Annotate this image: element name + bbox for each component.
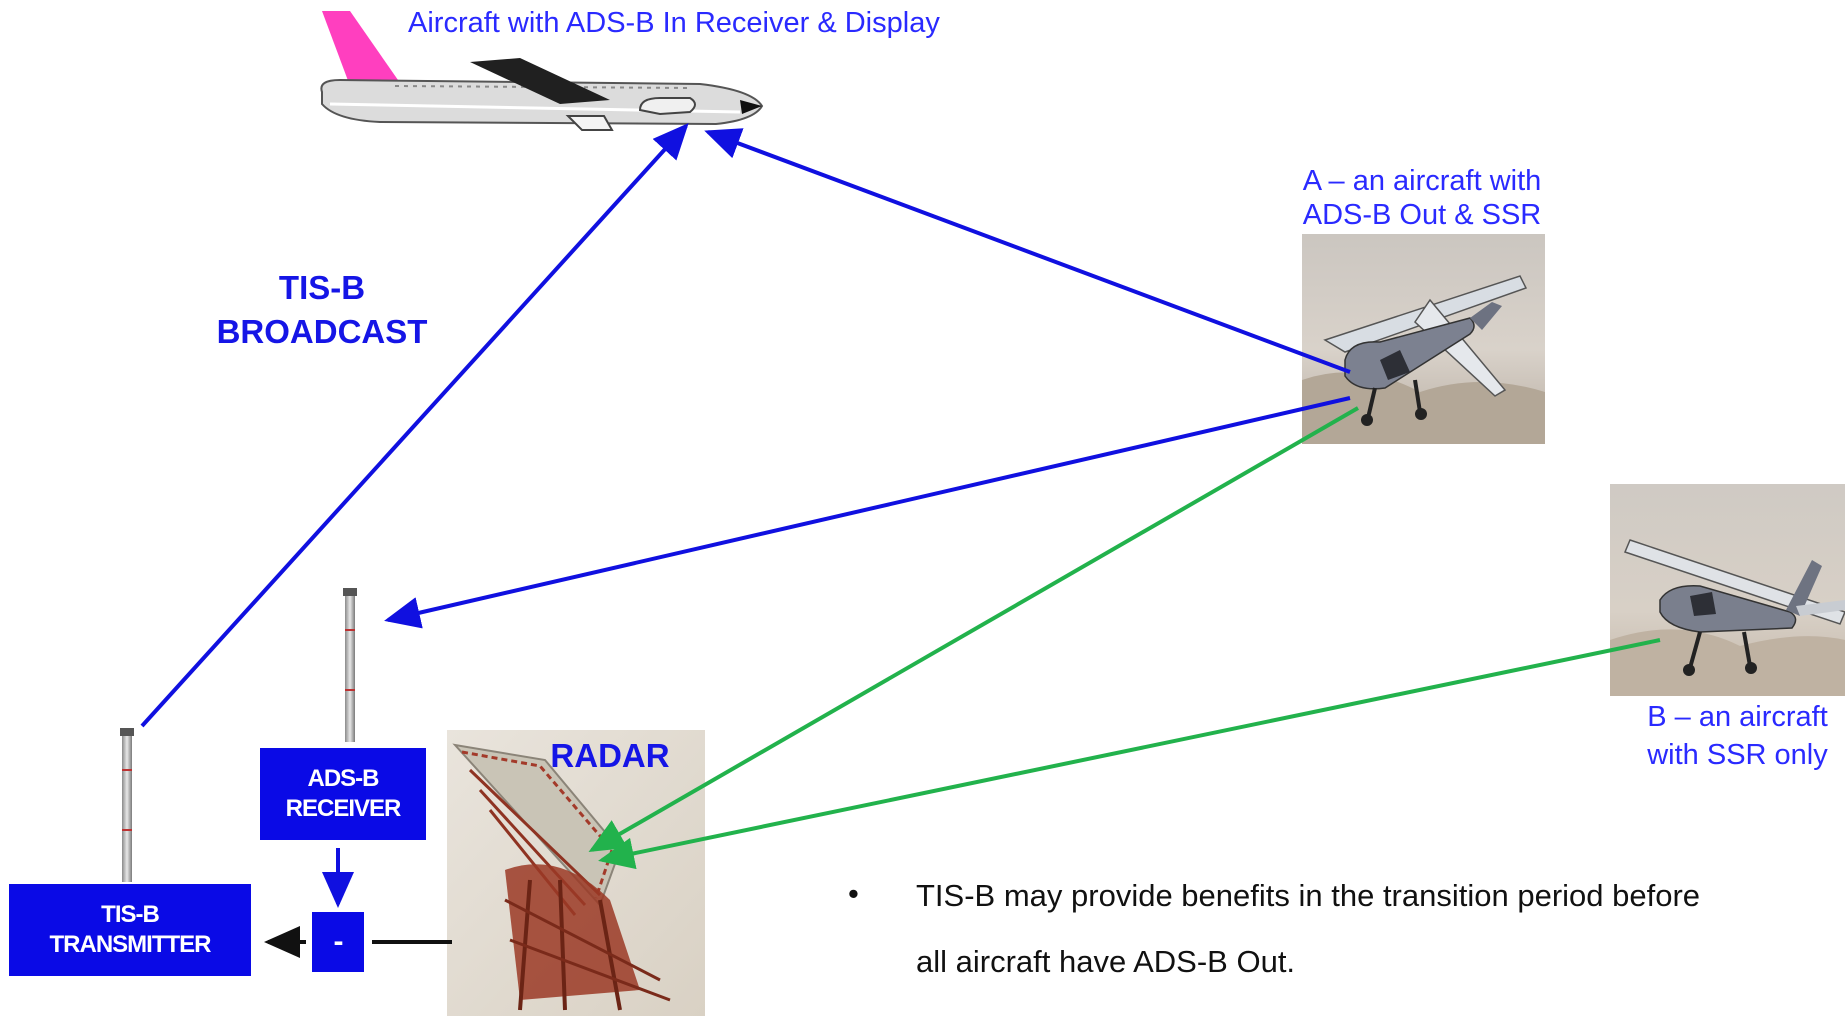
arrow-a-to-radar xyxy=(588,406,1359,852)
arrow-a-to-airliner xyxy=(704,128,1351,374)
arrow-a-to-adsb-receiver xyxy=(384,396,1351,629)
combiner-symbol: - xyxy=(333,925,344,958)
radar-label: RADAR xyxy=(550,737,670,774)
tisb-transmitter-box: TIS-B TRANSMITTER xyxy=(9,884,251,976)
adsb-receiver-box: ADS-B RECEIVER xyxy=(260,748,426,840)
radar-antenna-photo xyxy=(447,730,705,1016)
adsb-receiver-line2: RECEIVER xyxy=(285,795,402,822)
airliner-icon xyxy=(320,11,764,131)
aircraft-b-label-line2: with SSR only xyxy=(1647,739,1828,771)
tisb-broadcast-label-line2: BROADCAST xyxy=(216,313,428,350)
airliner-label: Aircraft with ADS-B In Receiver & Displa… xyxy=(408,7,940,39)
combiner-box: - xyxy=(312,912,364,972)
note-bullet: • xyxy=(848,876,859,911)
tisb-transmitter-line1: TIS-B xyxy=(101,901,160,928)
tisb-transmitter-antenna xyxy=(120,728,134,882)
adsb-receiver-line1: ADS-B xyxy=(307,765,380,792)
tisb-broadcast-label-line1: TIS-B xyxy=(278,269,366,306)
adsb-receiver-antenna xyxy=(343,588,357,742)
note-line2: all aircraft have ADS-B Out. xyxy=(916,944,1296,979)
aircraft-b-label-line1: B – an aircraft xyxy=(1647,701,1828,733)
tisb-transmitter-line2: TRANSMITTER xyxy=(49,931,212,958)
arrow-transmitter-to-airliner xyxy=(140,123,689,728)
note-line1: TIS-B may provide benefits in the transi… xyxy=(916,878,1701,913)
arrow-b-to-radar xyxy=(598,638,1661,870)
aircraft-b-photo xyxy=(1610,484,1845,696)
aircraft-a-label-line1: A – an aircraft with xyxy=(1302,165,1542,197)
aircraft-a-photo xyxy=(1302,234,1545,444)
aircraft-a-label-line2: ADS-B Out & SSR xyxy=(1302,199,1542,231)
